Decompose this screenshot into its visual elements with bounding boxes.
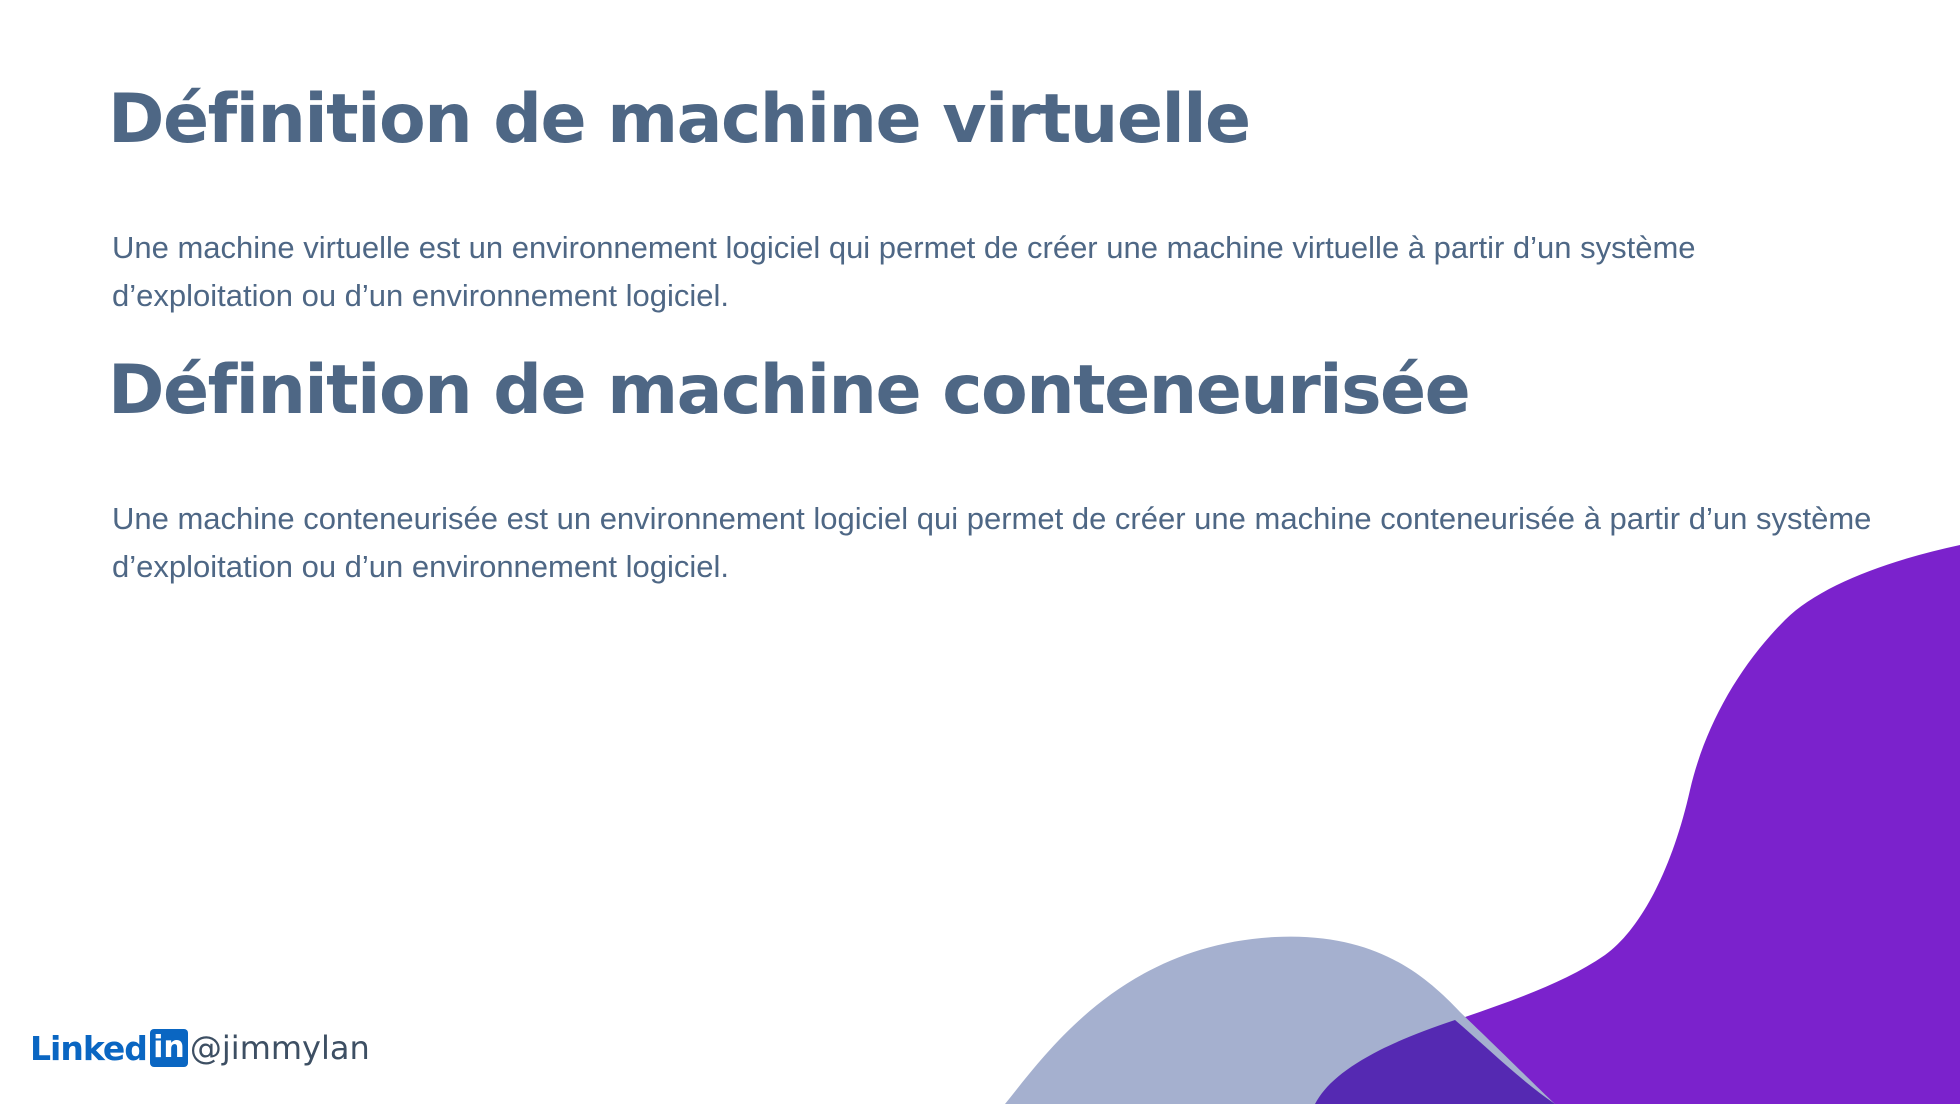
author-handle: @jimmylan [189, 1029, 370, 1067]
section-title-virtual-machine: Définition de machine virtuelle [108, 80, 1251, 159]
footer-credit: Linked in @jimmylan [30, 1026, 370, 1070]
linkedin-icon: in [149, 1029, 188, 1067]
section-body-containerized-machine: Une machine conteneurisée est un environ… [112, 501, 1872, 584]
purple-wave-shape [1315, 545, 1960, 1104]
overlap-shape [1315, 1020, 1555, 1104]
section-body-virtual-machine: Une machine virtuelle est un environneme… [112, 230, 1696, 313]
linkedin-logo-word: Linked [30, 1028, 148, 1068]
section-title-containerized-machine: Définition de machine conteneurisée [108, 351, 1471, 430]
